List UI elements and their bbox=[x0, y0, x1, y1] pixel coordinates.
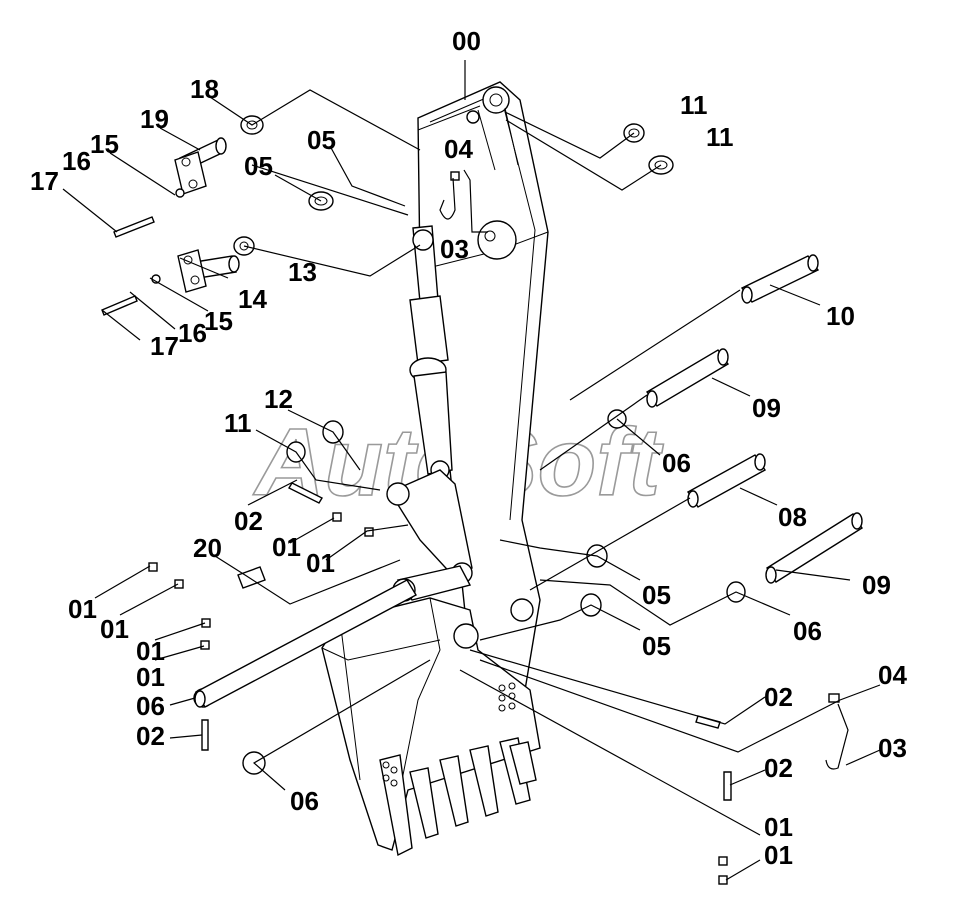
part-labels: 00 18 19 15 16 17 05 05 04 03 11 11 13 1… bbox=[30, 26, 907, 870]
label-17: 17 bbox=[150, 331, 179, 361]
label-11: 11 bbox=[680, 90, 708, 120]
label-16: 16 bbox=[62, 146, 91, 176]
label-02: 02 bbox=[234, 506, 263, 536]
label-01: 01 bbox=[68, 594, 97, 624]
bucket-cylinder bbox=[409, 225, 453, 480]
label-02: 02 bbox=[764, 753, 793, 783]
label-01: 01 bbox=[272, 532, 301, 562]
label-09: 09 bbox=[752, 393, 781, 423]
label-05: 05 bbox=[642, 631, 671, 661]
bolts-and-nuts bbox=[101, 171, 840, 885]
label-11: 11 bbox=[224, 408, 252, 438]
label-04: 04 bbox=[444, 134, 473, 164]
label-08: 08 bbox=[778, 502, 807, 532]
label-05: 05 bbox=[642, 580, 671, 610]
label-10: 10 bbox=[826, 301, 855, 331]
label-01: 01 bbox=[306, 548, 335, 578]
label-01: 01 bbox=[764, 840, 793, 870]
pin-19 bbox=[174, 137, 227, 195]
leader-lines bbox=[62, 60, 881, 881]
pin-14 bbox=[177, 249, 240, 293]
label-02: 02 bbox=[764, 682, 793, 712]
label-14: 14 bbox=[238, 284, 267, 314]
label-09: 09 bbox=[862, 570, 891, 600]
label-11: 11 bbox=[706, 122, 734, 152]
label-00: 00 bbox=[452, 26, 481, 56]
label-19: 19 bbox=[140, 104, 169, 134]
label-17: 17 bbox=[30, 166, 59, 196]
long-pins bbox=[194, 254, 863, 708]
label-06: 06 bbox=[662, 448, 691, 478]
label-15: 15 bbox=[204, 306, 233, 336]
label-18: 18 bbox=[190, 74, 219, 104]
label-01: 01 bbox=[764, 812, 793, 842]
label-03: 03 bbox=[878, 733, 907, 763]
label-16: 16 bbox=[178, 318, 207, 348]
label-02: 02 bbox=[136, 721, 165, 751]
label-05: 05 bbox=[307, 125, 336, 155]
label-01: 01 bbox=[136, 662, 165, 692]
label-01: 01 bbox=[136, 636, 165, 666]
lock-clips bbox=[439, 177, 849, 770]
label-13: 13 bbox=[288, 257, 317, 287]
label-15: 15 bbox=[90, 129, 119, 159]
label-03: 03 bbox=[440, 234, 469, 264]
label-12: 12 bbox=[264, 384, 293, 414]
label-06: 06 bbox=[290, 786, 319, 816]
label-20: 20 bbox=[193, 533, 222, 563]
label-01: 01 bbox=[100, 614, 129, 644]
label-04: 04 bbox=[878, 660, 907, 690]
label-06: 06 bbox=[793, 616, 822, 646]
label-06: 06 bbox=[136, 691, 165, 721]
label-05: 05 bbox=[244, 151, 273, 181]
bucket bbox=[321, 597, 541, 857]
